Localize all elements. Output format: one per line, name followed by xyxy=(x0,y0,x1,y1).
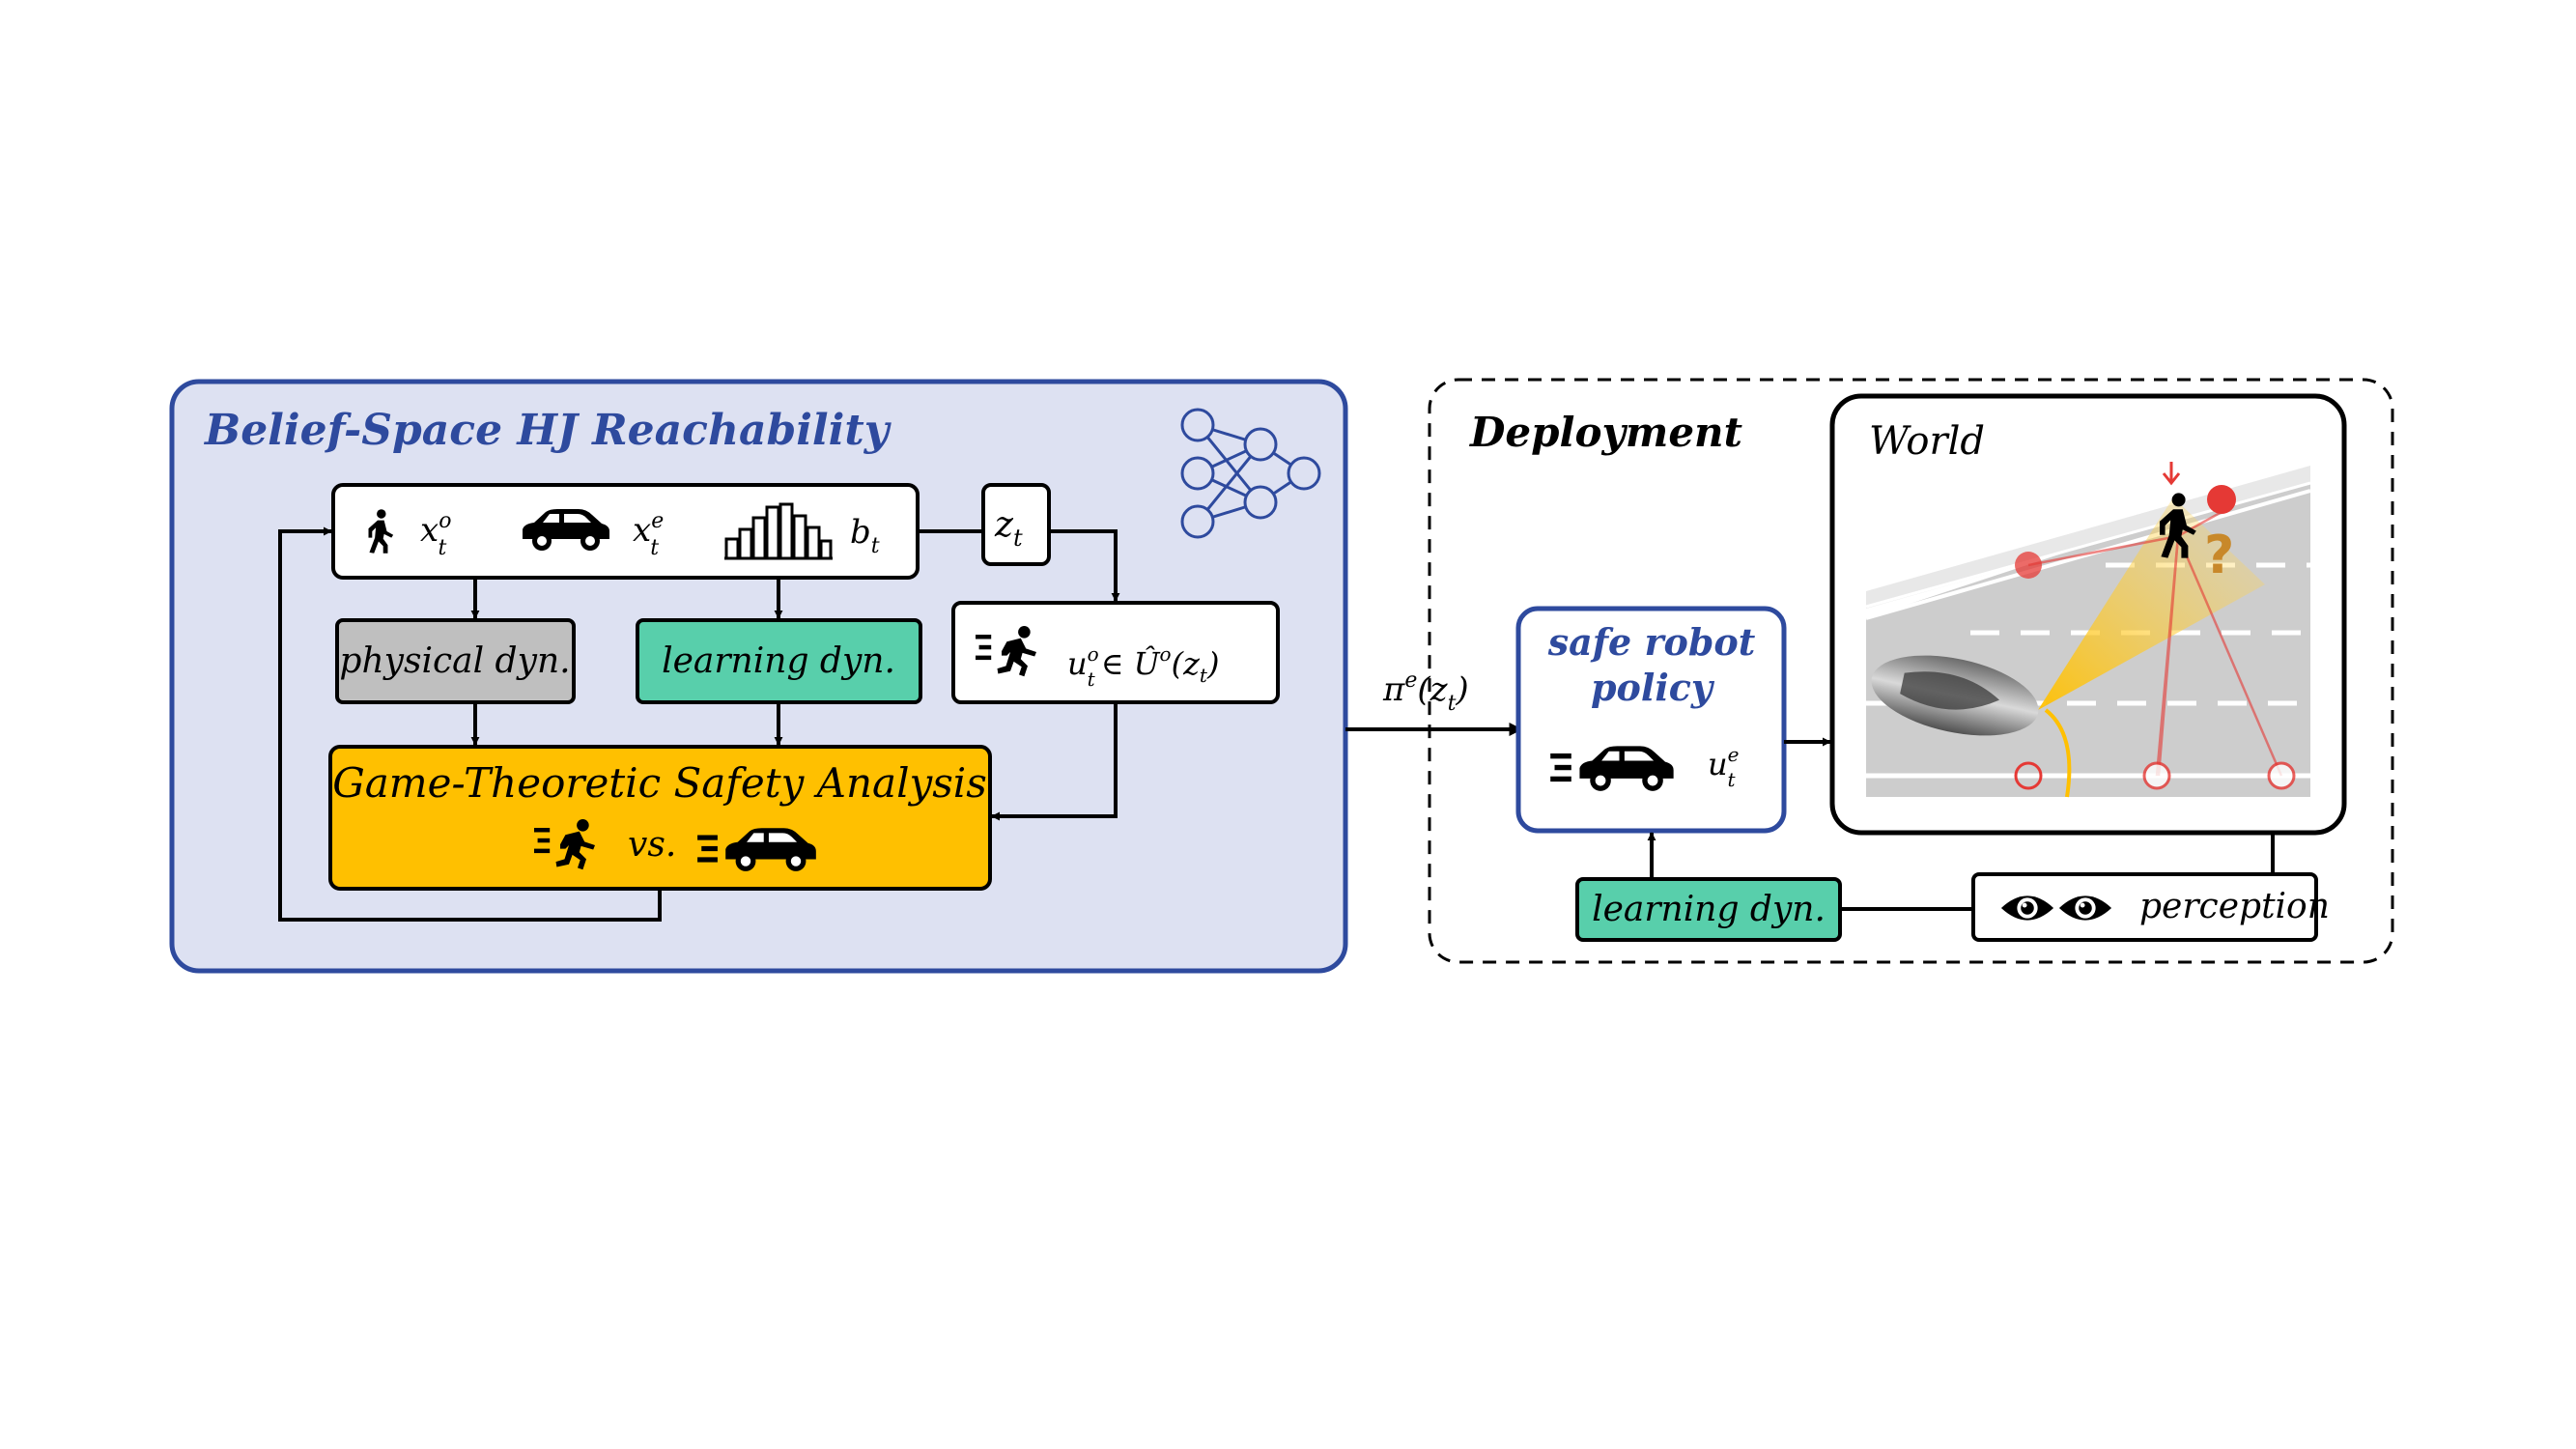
ego-car xyxy=(1871,655,2039,736)
learning-dyn-box: learning dyn. xyxy=(636,618,922,704)
observation-box: zt xyxy=(981,483,1051,566)
panel-title: Belief-Space HJ Reachability xyxy=(203,406,892,455)
histogram-icon xyxy=(724,502,833,560)
svg-text:uot∈ Ûo(zt): uot∈ Ûo(zt) xyxy=(1067,642,1219,691)
svg-text:xet: xet xyxy=(633,509,664,560)
svg-text:learning dyn.: learning dyn. xyxy=(1592,890,1826,929)
svg-text:safe robot: safe robot xyxy=(1547,620,1756,664)
perception-box: perception xyxy=(1971,872,2330,942)
svg-text:bt: bt xyxy=(850,513,880,558)
svg-text:learning dyn.: learning dyn. xyxy=(662,641,895,681)
svg-text:zt: zt xyxy=(994,505,1023,552)
deploy-learning-dyn-box: learning dyn. xyxy=(1575,877,1842,942)
svg-text:policy: policy xyxy=(1591,666,1715,709)
physical-dyn-box: physical dyn. xyxy=(335,618,576,704)
question-mark: ? xyxy=(2204,525,2234,585)
svg-text:πe(zt): πe(zt) xyxy=(1382,668,1469,716)
policy-arrow: πe(zt) xyxy=(1345,668,1523,736)
world-box: World xyxy=(1829,393,2347,836)
perception-cone xyxy=(2038,497,2265,710)
neural-network-icon xyxy=(1180,408,1321,539)
game-theoretic-box: Game-Theoretic Safety Analysis vs. xyxy=(328,745,992,891)
car-trajectory xyxy=(2044,708,2072,798)
svg-text:perception: perception xyxy=(2139,887,2330,926)
svg-text:Game-Theoretic Safety Analysis: Game-Theoretic Safety Analysis xyxy=(332,759,987,807)
down-arrow-icon xyxy=(2162,462,2181,486)
predicted-trajectories xyxy=(2014,485,2296,790)
svg-text:Deployment: Deployment xyxy=(1469,409,1742,456)
right-panel-arrows xyxy=(1647,737,2275,911)
svg-text:vs.: vs. xyxy=(628,825,676,865)
left-panel-arrows xyxy=(278,526,1120,922)
svg-text:physical dyn.: physical dyn. xyxy=(339,641,570,681)
svg-text:uet: uet xyxy=(1708,743,1739,791)
svg-text:xot: xot xyxy=(420,509,451,560)
svg-text:World: World xyxy=(1869,419,1985,464)
